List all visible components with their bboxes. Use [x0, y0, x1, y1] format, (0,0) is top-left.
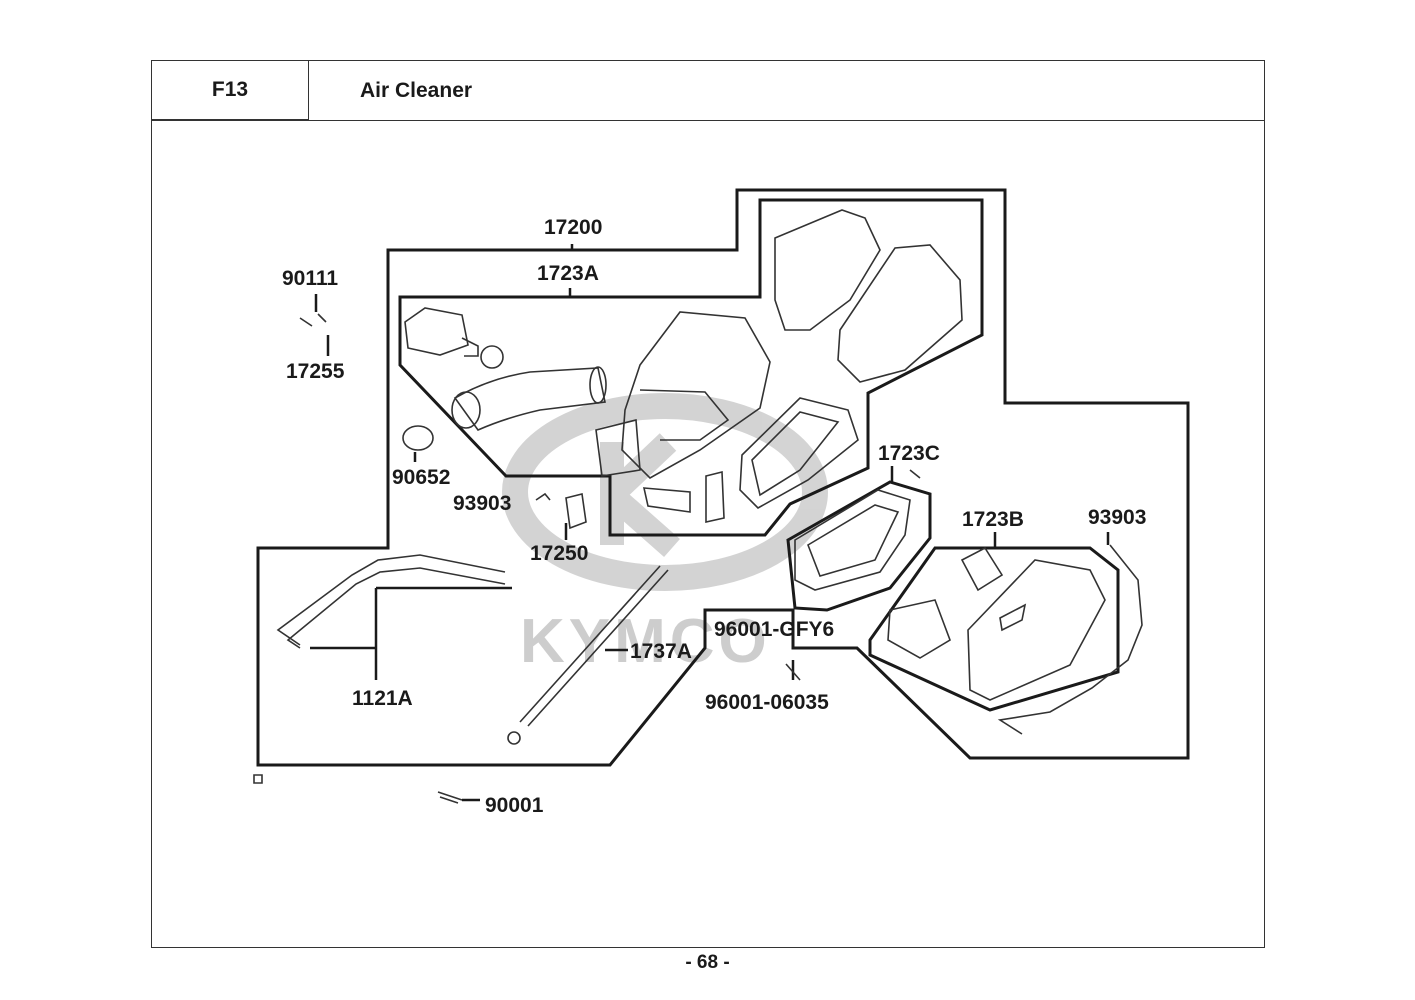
- kymco-watermark: KYMCO: [502, 393, 828, 676]
- outline-1723A: [398, 198, 984, 537]
- label-1723C: 1723C: [878, 442, 940, 465]
- gasket-upper: [774, 209, 881, 331]
- section-code: F13: [151, 60, 309, 120]
- label-96001-06035: 96001-06035: [705, 691, 829, 714]
- hose-1121A: [276, 554, 506, 646]
- outline-17200: [256, 188, 1190, 767]
- label-17255: 17255: [286, 360, 345, 383]
- label-93903-right: 93903: [1088, 506, 1146, 529]
- label-1121A: 1121A: [352, 687, 413, 710]
- element-1723C: [794, 489, 911, 591]
- label-90111: 90111: [282, 267, 338, 290]
- cover-1723B: [967, 559, 1106, 701]
- label-90001: 90001: [485, 794, 544, 817]
- gasket-lower: [837, 244, 963, 383]
- part-sketches: [253, 209, 1143, 804]
- label-17250: 17250: [530, 542, 588, 565]
- air-box-housing: [621, 311, 771, 479]
- watermark-text: KYMCO: [520, 607, 771, 676]
- label-1723B: 1723B: [962, 508, 1024, 531]
- intake-box: [404, 307, 469, 356]
- section-title: Air Cleaner: [309, 60, 1265, 120]
- diagram-frame: [151, 120, 1265, 948]
- outline-1723B: [868, 546, 1120, 712]
- label-1723A: 1723A: [537, 262, 599, 285]
- element-frame: [739, 397, 859, 509]
- page-number: - 68 -: [685, 952, 730, 973]
- label-93903-left: 93903: [453, 492, 511, 515]
- intake-duct: [453, 367, 606, 431]
- tube-1737A: [519, 565, 669, 727]
- label-17200: 17200: [544, 216, 602, 239]
- label-1737A: 1737A: [630, 640, 692, 663]
- outline-1723C: [786, 480, 932, 612]
- label-90652: 90652: [392, 466, 450, 489]
- label-96001-GFY6: 96001-GFY6: [714, 618, 834, 641]
